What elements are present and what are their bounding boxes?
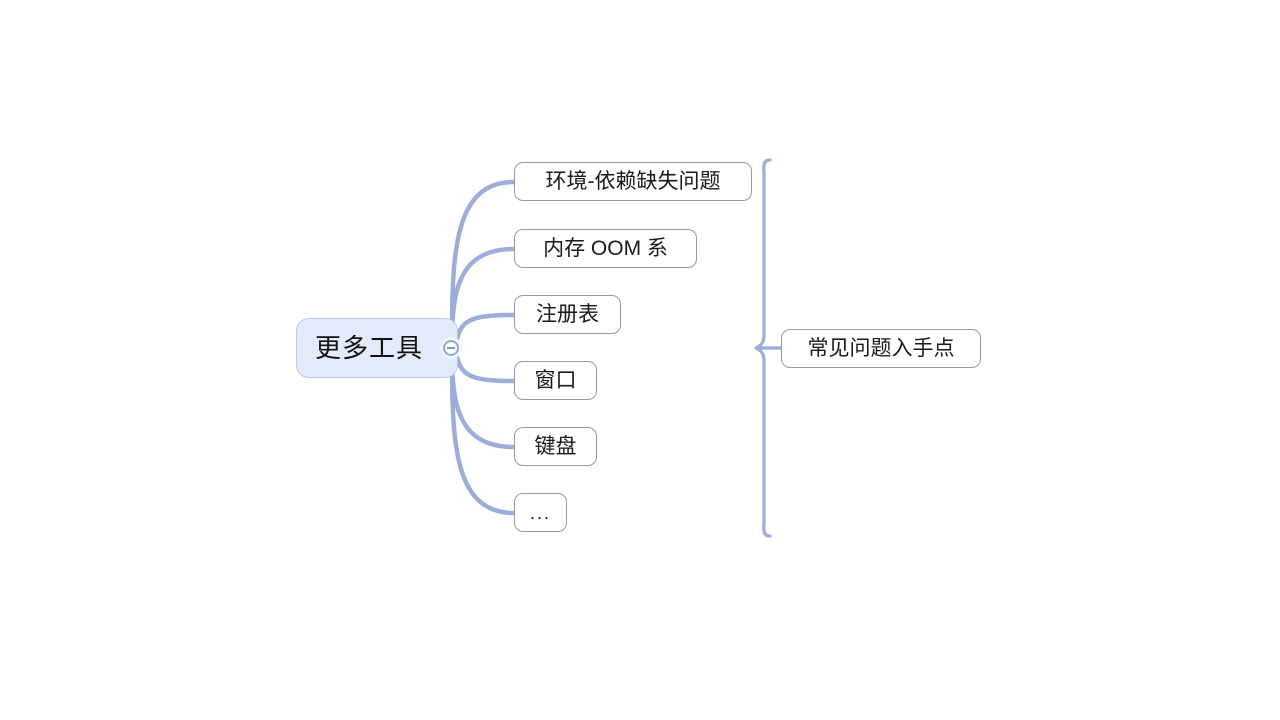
connector-to-child-2 <box>449 246 517 344</box>
child-node-label: 环境-依赖缺失问题 <box>545 170 721 193</box>
child-node-window[interactable]: 窗口 <box>514 361 597 400</box>
child-node-ellipsis[interactable]: ... <box>514 493 567 532</box>
connector-to-child-4 <box>453 349 517 384</box>
summary-node-label: 常见问题入手点 <box>807 337 955 360</box>
child-node-environment-dependency[interactable]: 环境-依赖缺失问题 <box>514 162 752 201</box>
root-node-label: 更多工具 <box>314 333 423 363</box>
child-node-memory-oom[interactable]: 内存 OOM 系 <box>514 229 697 268</box>
child-node-label: 注册表 <box>536 303 599 326</box>
connector-to-child-1 <box>449 179 517 341</box>
child-node-label: 窗口 <box>534 369 577 392</box>
child-node-label: 内存 OOM 系 <box>543 237 668 260</box>
minus-glyph <box>447 347 455 349</box>
minus-circle-ring <box>443 340 459 356</box>
root-node[interactable]: 更多工具 <box>296 318 458 378</box>
connector-to-child-3 <box>453 312 517 347</box>
summary-node[interactable]: 常见问题入手点 <box>781 329 981 368</box>
child-node-keyboard[interactable]: 键盘 <box>514 427 597 466</box>
minus-circle-icon[interactable] <box>440 337 462 359</box>
child-node-label: ... <box>529 502 551 523</box>
child-node-label: 键盘 <box>534 435 577 458</box>
connector-to-child-5 <box>449 352 517 450</box>
connector-to-child-6 <box>449 355 517 516</box>
child-node-registry[interactable]: 注册表 <box>514 295 621 334</box>
summary-curly-brace-icon <box>754 158 772 538</box>
